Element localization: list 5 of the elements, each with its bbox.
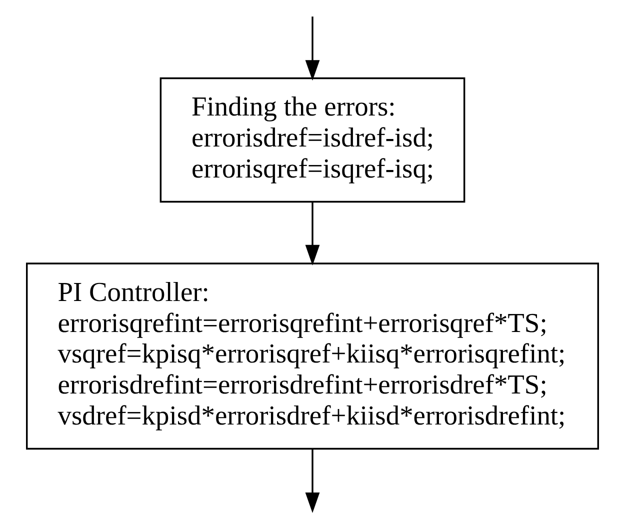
arrow [304, 202, 320, 266]
arrow [304, 448, 320, 514]
node-box: PI Controller: errorisqrefint=errorisqrefint+errorisqref*TS; vsqref=kpisq*errorisqref+kiisq*errorisqrefint; errorisdrefint=errorisdrefint+errorisdref*TS; vsdref=kpisd*errorisdref+kiisd*errorisdrefint; [26, 262, 598, 450]
node-box: Finding the errors: errorisdref=isdref-isd; errorisqref=isqref-isq; [159, 77, 465, 203]
arrow [304, 16, 320, 81]
